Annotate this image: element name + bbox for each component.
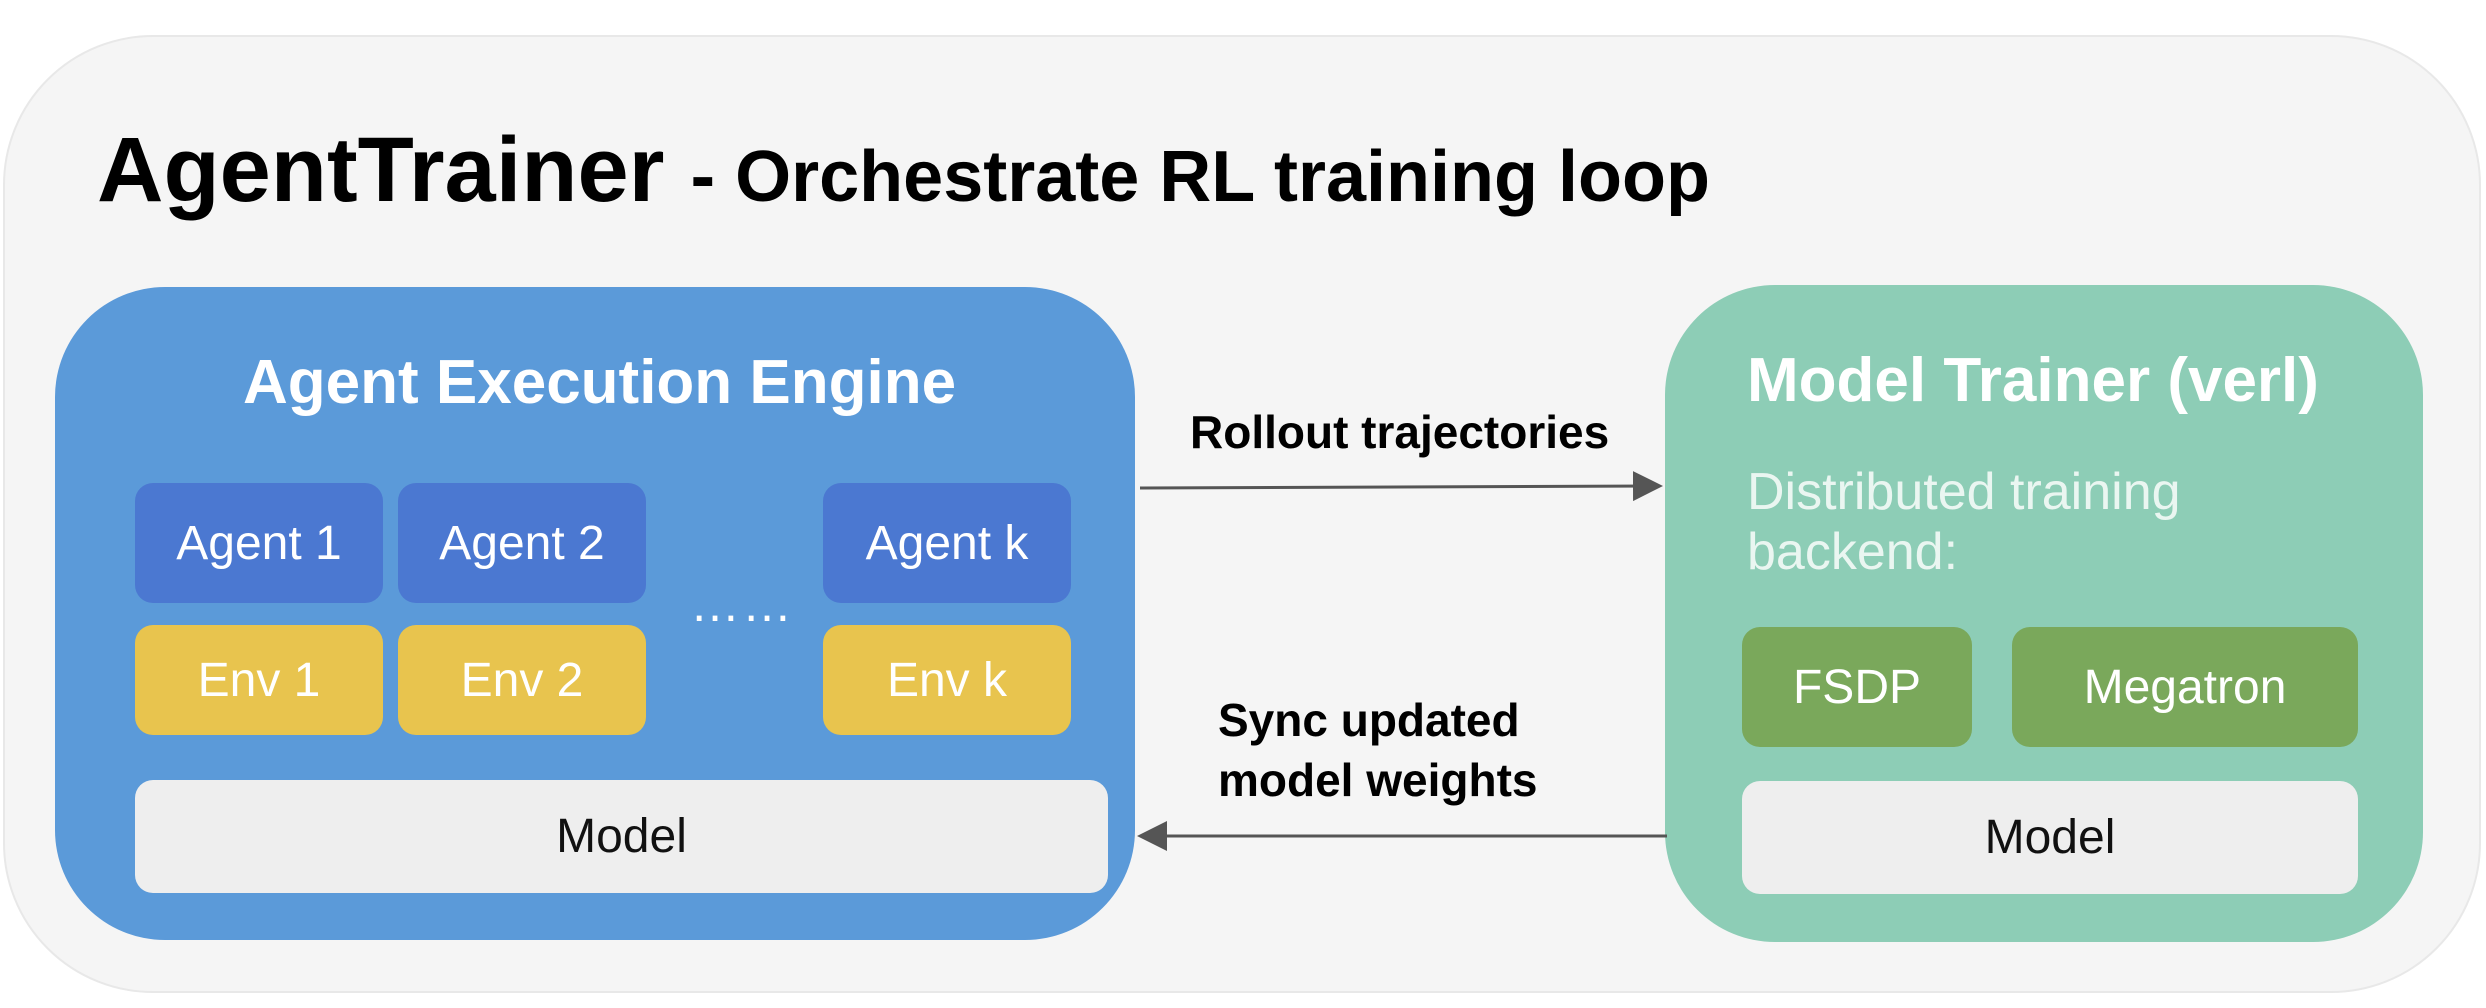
agent-execution-engine-panel: Agent Execution Engine Agent 1 Agent 2 A… bbox=[55, 287, 1135, 940]
title-subtitle: Orchestrate RL training loop bbox=[735, 137, 1710, 217]
rollout-label: Rollout trajectories bbox=[1190, 406, 1610, 458]
engine-model-box: Model bbox=[135, 780, 1108, 893]
agent-2-box: Agent 2 bbox=[398, 483, 646, 603]
sync-label-line1: Sync updated bbox=[1218, 694, 1520, 746]
fsdp-box: FSDP bbox=[1742, 627, 1972, 747]
trainer-description: Distributed training backend: bbox=[1747, 463, 2181, 581]
engine-title: Agent Execution Engine bbox=[243, 348, 957, 417]
trainer-model-box: Model bbox=[1742, 781, 2358, 894]
title-separator: - bbox=[690, 134, 716, 217]
sync-label-line2: model weights bbox=[1218, 754, 1538, 806]
agent-1-box: Agent 1 bbox=[135, 483, 383, 603]
trainer-title: Model Trainer (verl) bbox=[1747, 346, 2319, 415]
agent-k-box: Agent k bbox=[823, 483, 1071, 603]
model-trainer-panel: Model Trainer (verl) FSDP Megatron Model bbox=[1665, 285, 2423, 942]
agents-ellipsis: …… bbox=[690, 576, 794, 632]
env-1-box: Env 1 bbox=[135, 625, 383, 735]
title-main: AgentTrainer bbox=[97, 119, 665, 221]
megatron-box: Megatron bbox=[2012, 627, 2358, 747]
env-2-box: Env 2 bbox=[398, 625, 646, 735]
rollout-arrow bbox=[1139, 471, 1663, 502]
env-k-box: Env k bbox=[823, 625, 1071, 735]
diagram-title: AgentTrainer - Orchestrate RL training l… bbox=[97, 118, 1710, 228]
